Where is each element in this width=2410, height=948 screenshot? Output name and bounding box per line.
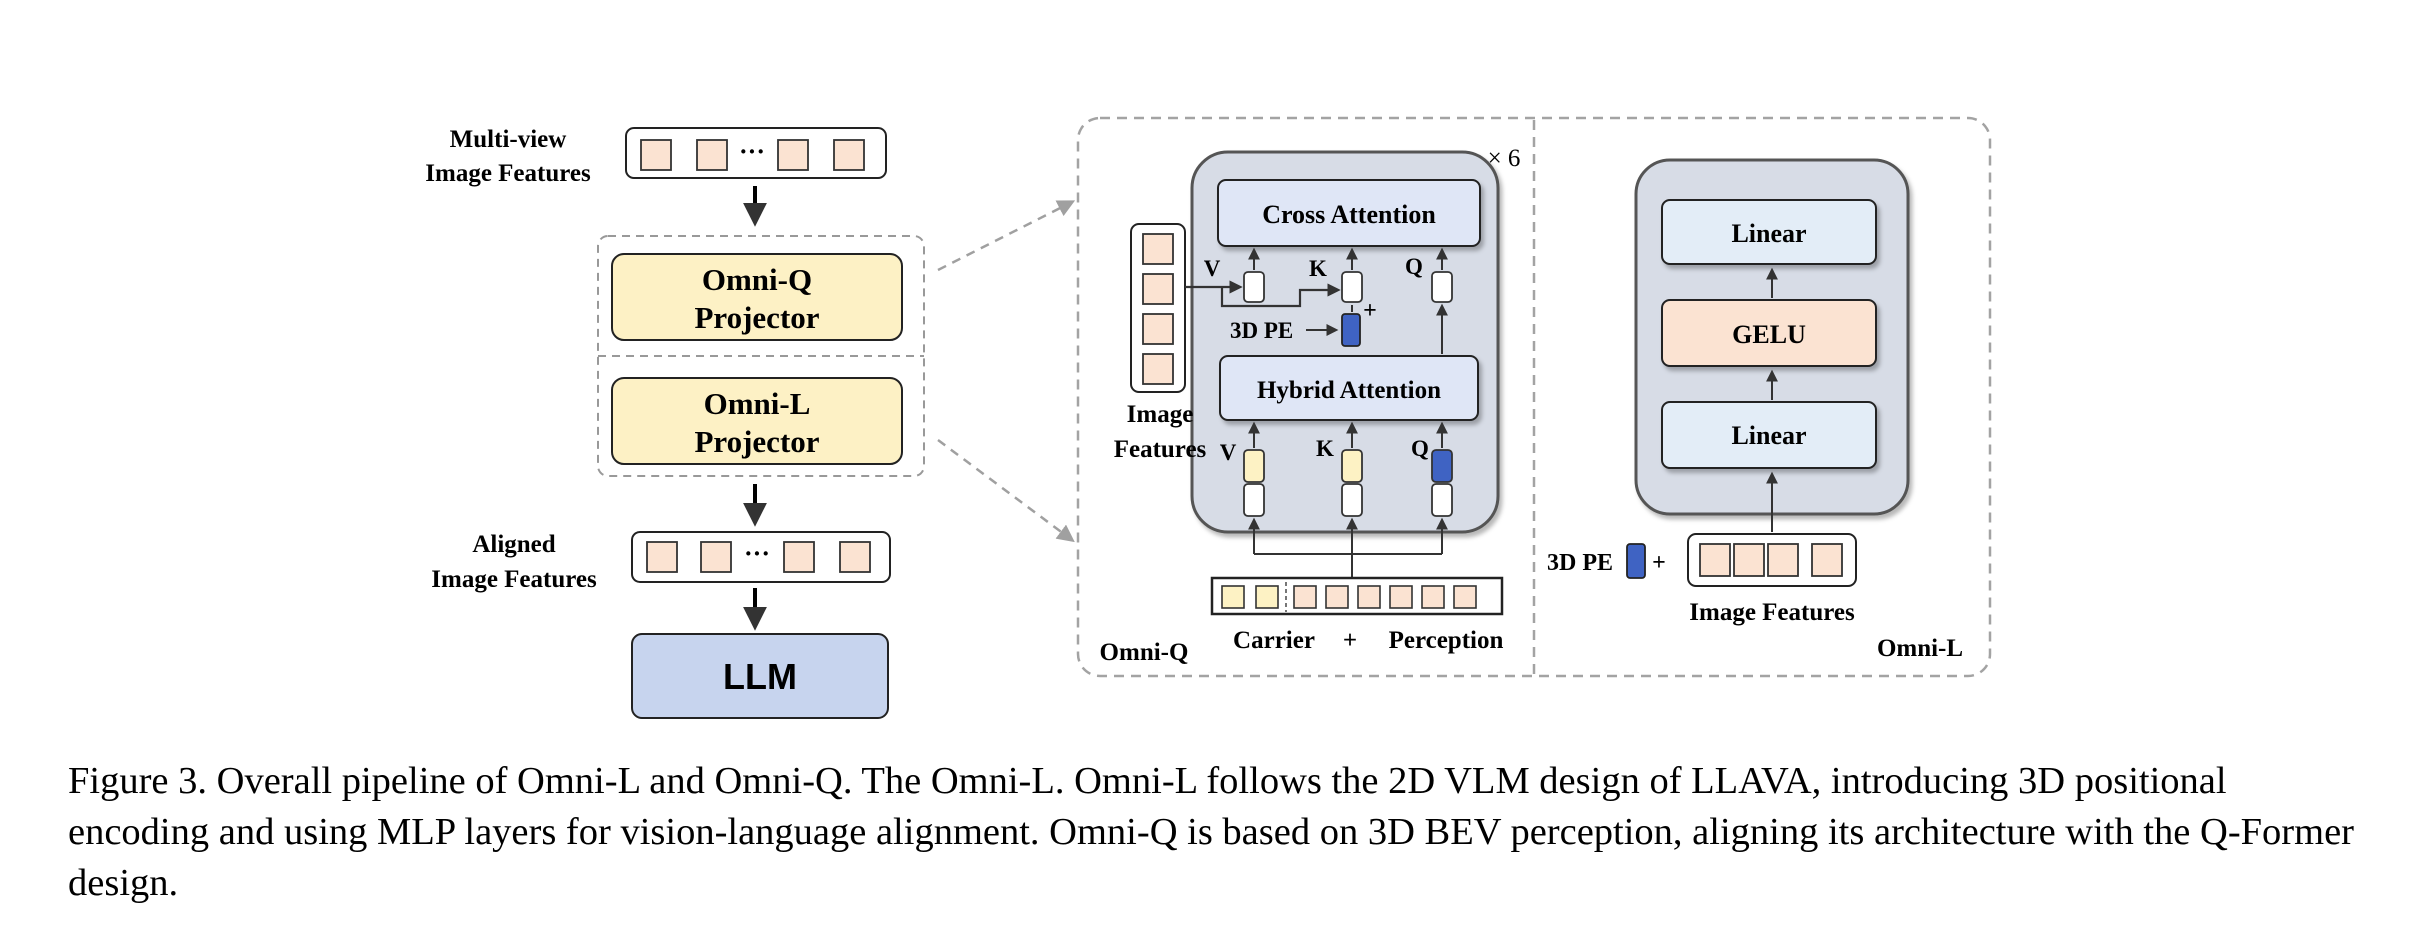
detail-panel-border (1076, 116, 1992, 678)
token (1142, 233, 1174, 265)
feature-to-k-arrow (1220, 283, 1341, 308)
q-label-lower: Q (1411, 436, 1429, 461)
cross-attention-label: Cross Attention (1262, 200, 1436, 229)
perception-token (1389, 585, 1413, 609)
omni-q-projector-label-line1: Omni-Q (702, 262, 812, 297)
linear-top-block: Linear (1661, 199, 1877, 265)
v-label-lower: V (1220, 440, 1237, 465)
perception-label: Perception (1389, 627, 1504, 654)
token (839, 541, 871, 573)
v-label-upper: V (1204, 256, 1221, 281)
omni-l-pe-plus: + (1652, 550, 1666, 576)
carrier-token (1221, 585, 1245, 609)
perception-token (1453, 585, 1477, 609)
q-token-upper (1431, 271, 1453, 303)
omni-l-image-features-label: Image Features (1689, 599, 1855, 626)
token (1811, 543, 1843, 577)
token (1767, 543, 1799, 577)
aligned-features-label-line1: Aligned (472, 531, 555, 558)
omni-l-pe-label: 3D PE (1547, 550, 1613, 576)
k-token-upper (1341, 271, 1363, 303)
image-feature-column (1130, 223, 1186, 393)
input-features-label-line2: Image Features (425, 160, 591, 187)
cross-attention-block: Cross Attention (1217, 179, 1481, 247)
query-fanout (1254, 553, 1442, 578)
q-label-upper: Q (1405, 254, 1423, 279)
gelu-block: GELU (1661, 299, 1877, 367)
k-token-lower (1341, 449, 1363, 483)
zoom-connector (937, 200, 1076, 272)
gelu-label: GELU (1732, 320, 1806, 349)
carrier-plus: + (1343, 627, 1357, 654)
llm-block: LLM (631, 633, 889, 719)
llm-label: LLM (723, 656, 797, 697)
v-token-lower (1243, 449, 1265, 483)
k-token-lower-base (1341, 483, 1363, 517)
token (1142, 353, 1174, 385)
token (833, 139, 865, 171)
token (1699, 543, 1731, 577)
carrier-label: Carrier (1233, 627, 1315, 654)
omni-l-detail: Linear GELU Linear 3D PE + Image Feature… (1547, 158, 1963, 662)
image-features-label-line1: Image (1127, 401, 1194, 428)
linear-bottom-label: Linear (1731, 421, 1806, 450)
token (1142, 273, 1174, 305)
hybrid-attention-label: Hybrid Attention (1257, 377, 1441, 404)
token (783, 541, 815, 573)
perception-token (1421, 585, 1445, 609)
omni-l-projector-label-line2: Projector (694, 424, 819, 459)
token (696, 139, 728, 171)
input-features-label-line1: Multi-view (450, 126, 567, 153)
zoom-connector (937, 438, 1075, 543)
perception-token (1357, 585, 1381, 609)
pipeline: Multi-view Image Features ··· Omni-Q Pro… (425, 126, 1076, 719)
pe-plus: + (1363, 298, 1377, 324)
pe-label: 3D PE (1230, 318, 1293, 343)
query-token-row (1210, 576, 1504, 616)
omni-l-projector: Omni-L Projector (611, 377, 903, 465)
perception-token (1325, 585, 1349, 609)
aligned-token-row: ··· (631, 531, 891, 583)
token (700, 541, 732, 573)
token (646, 541, 678, 573)
omni-l-projector-label-line1: Omni-L (704, 386, 811, 421)
linear-bottom-block: Linear (1661, 401, 1877, 469)
repeat-label: × 6 (1488, 145, 1521, 172)
hybrid-attention-block: Hybrid Attention (1219, 355, 1479, 421)
omni-q-projector-label-line2: Projector (694, 300, 819, 335)
token (640, 139, 672, 171)
v-token-upper (1243, 271, 1265, 303)
ellipsis: ··· (739, 137, 765, 166)
token (1733, 543, 1765, 577)
ellipsis: ··· (744, 539, 770, 568)
linear-top-label: Linear (1731, 219, 1806, 248)
token (1142, 313, 1174, 345)
architecture-diagram: Multi-view Image Features ··· Omni-Q Pro… (425, 116, 1992, 719)
omni-l-panel-label: Omni-L (1877, 635, 1963, 662)
pe-token (1341, 313, 1361, 347)
token (777, 139, 809, 171)
carrier-token (1255, 585, 1279, 609)
omni-q-detail: × 6 Cross Attention Image Features V K Q… (1100, 145, 1521, 666)
q-token-lower-base (1431, 483, 1453, 517)
omni-l-pe-token (1626, 543, 1646, 579)
k-label-lower: K (1316, 436, 1334, 461)
omni-q-panel-label: Omni-Q (1100, 639, 1189, 666)
input-token-row: ··· (625, 127, 887, 179)
omni-l-feature-row (1687, 533, 1857, 587)
image-features-label-line2: Features (1114, 436, 1207, 463)
perception-token (1293, 585, 1317, 609)
omni-q-projector: Omni-Q Projector (611, 253, 903, 341)
v-token-lower-base (1243, 483, 1265, 517)
aligned-features-label-line2: Image Features (431, 566, 597, 593)
k-label-upper: K (1309, 256, 1327, 281)
figure-caption: Figure 3. Overall pipeline of Omni-L and… (68, 760, 2354, 904)
q-token-lower (1431, 449, 1453, 483)
